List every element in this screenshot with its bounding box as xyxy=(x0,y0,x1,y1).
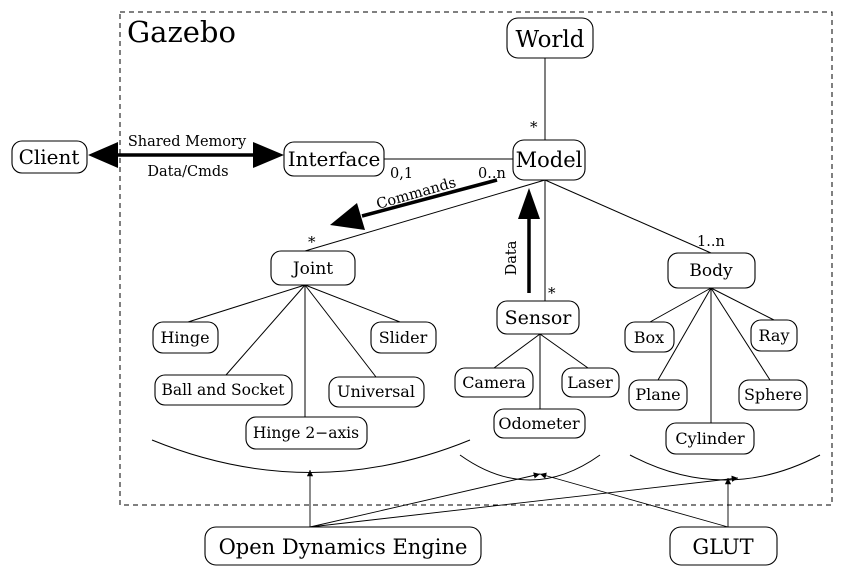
node-camera: Camera xyxy=(454,367,534,398)
edge-body-box xyxy=(649,287,712,323)
data-flow-arrows xyxy=(88,142,540,293)
node-laser: Laser xyxy=(561,367,620,398)
shared-memory-head-left xyxy=(88,142,118,168)
mult-world-model: * xyxy=(530,118,538,136)
node-world-label: World xyxy=(516,27,585,53)
mult-sensor: * xyxy=(548,284,556,302)
node-universal-label: Universal xyxy=(337,382,415,401)
node-plane: Plane xyxy=(628,379,688,411)
node-model-label: Model xyxy=(516,148,583,172)
node-model: Model xyxy=(512,139,586,181)
node-hinge-2-axis-label: Hinge 2−axis xyxy=(253,424,359,442)
edge-body-ray xyxy=(710,287,775,321)
node-ray: Ray xyxy=(750,319,798,352)
shared-memory-label: Shared Memory xyxy=(128,134,247,150)
node-client-label: Client xyxy=(19,145,80,169)
node-sphere: Sphere xyxy=(738,379,808,411)
ode-to-bodies xyxy=(309,475,739,528)
edge-labels: Shared Memory Data/Cmds Commands Data * … xyxy=(128,118,725,302)
node-client: Client xyxy=(11,140,88,174)
edge-model-joint xyxy=(304,179,546,252)
node-universal: Universal xyxy=(328,376,425,408)
node-interface: Interface xyxy=(283,141,385,177)
node-camera-label: Camera xyxy=(462,373,526,392)
node-body: Body xyxy=(667,252,756,289)
gazebo-frame xyxy=(119,11,833,506)
node-odometer: Odometer xyxy=(493,408,586,439)
node-odometer-label: Odometer xyxy=(498,414,580,433)
node-joint: Joint xyxy=(270,250,356,286)
edge-model-body xyxy=(544,179,712,254)
glut-to-sensors xyxy=(539,472,729,528)
node-joint-label: Joint xyxy=(291,259,333,279)
node-hinge-2-axis: Hinge 2−axis xyxy=(245,416,368,450)
mult-interface: 0,1 xyxy=(390,166,413,182)
node-plane-label: Plane xyxy=(635,385,680,404)
node-hinge-label: Hinge xyxy=(160,328,209,347)
node-laser-label: Laser xyxy=(567,373,613,392)
node-cylinder-label: Cylinder xyxy=(675,429,745,448)
node-ode: Open Dynamics Engine xyxy=(204,526,482,566)
edge-joint-ball xyxy=(225,284,306,376)
node-glut: GLUT xyxy=(669,526,778,566)
node-slider-label: Slider xyxy=(379,328,428,347)
node-world: World xyxy=(506,17,594,59)
node-interface-label: Interface xyxy=(288,147,381,171)
data-head xyxy=(518,188,540,219)
mult-body: 1..n xyxy=(697,234,725,250)
frame-title: Gazebo xyxy=(127,15,236,49)
node-sphere-label: Sphere xyxy=(744,385,802,404)
arc-sensors xyxy=(459,454,601,481)
mult-joint: * xyxy=(308,233,316,251)
ode-to-sensors xyxy=(309,472,541,528)
node-body-label: Body xyxy=(689,261,733,281)
edge-sensor-camera xyxy=(493,333,541,369)
engine-connections xyxy=(306,470,739,528)
node-cylinder: Cylinder xyxy=(665,422,755,455)
node-hinge: Hinge xyxy=(152,321,219,354)
arc-bodies xyxy=(629,454,821,481)
node-glut-label: GLUT xyxy=(692,535,753,559)
connection-lines xyxy=(187,58,775,423)
node-sensor-label: Sensor xyxy=(505,307,573,329)
commands-head xyxy=(330,203,365,230)
node-box: Box xyxy=(624,321,675,353)
edge-body-sphere xyxy=(710,287,771,381)
node-box-label: Box xyxy=(634,328,664,347)
mult-model-interface: 0..n xyxy=(478,166,506,182)
node-ray-label: Ray xyxy=(759,326,790,345)
edge-sensor-laser xyxy=(539,333,589,369)
node-slider: Slider xyxy=(370,321,437,354)
edge-body-plane xyxy=(657,287,712,381)
edge-joint-universal xyxy=(304,284,377,378)
node-sensor: Sensor xyxy=(496,300,580,335)
edge-joint-hinge xyxy=(187,284,306,323)
node-ode-label: Open Dynamics Engine xyxy=(219,535,468,559)
commands-shaft xyxy=(361,178,498,218)
node-ball-and-socket-label: Ball and Socket xyxy=(162,381,286,399)
data-cmds-label: Data/Cmds xyxy=(147,164,228,180)
node-ball-and-socket: Ball and Socket xyxy=(154,374,293,406)
data-label: Data xyxy=(504,240,520,275)
edge-joint-slider xyxy=(304,284,401,323)
shared-memory-head-right xyxy=(253,142,284,168)
